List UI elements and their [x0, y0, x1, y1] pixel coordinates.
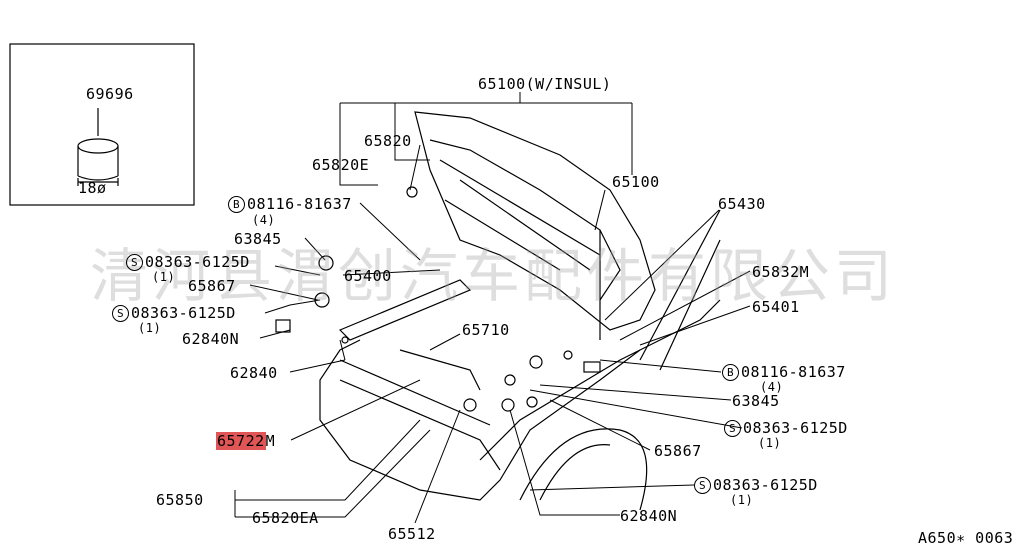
label-65401: 65401 — [752, 298, 800, 316]
vehicle-body — [319, 209, 721, 511]
label-65820e: 65820E — [312, 156, 370, 174]
label-65100-insul: 65100(W/INSUL) — [478, 75, 612, 93]
label-65820: 65820 — [364, 132, 412, 150]
label-62840: 62840 — [230, 364, 278, 382]
label-65710: 65710 — [462, 321, 510, 339]
watermark: 清河县渭创汽车配件有限公司 — [90, 242, 897, 310]
label-65430: 65430 — [718, 195, 766, 213]
rod-65400 — [338, 279, 472, 341]
screw2-code: 08363-6125D — [131, 304, 236, 322]
screw-symbol-icon: S — [694, 477, 711, 494]
screw-symbol-icon: S — [112, 305, 129, 322]
screw-symbol-icon: S — [724, 420, 741, 437]
rod-65710 — [399, 349, 481, 391]
inset-frame — [9, 43, 195, 206]
bolt-symbol-icon: B — [722, 364, 739, 381]
screw2-qty: (1) — [138, 321, 162, 335]
bolt1-code: 08116-81637 — [247, 195, 352, 213]
part-suffix: M — [265, 432, 276, 450]
label-65820ea: 65820EA — [252, 509, 319, 527]
label-65512: 65512 — [388, 525, 436, 543]
bolt2-qty: (4) — [760, 380, 784, 394]
label-inset-dim: 18ø — [78, 179, 107, 197]
label-69696: 69696 — [86, 85, 134, 103]
label-65722m: 65722M — [216, 432, 276, 450]
screw4-qty: (1) — [730, 493, 754, 507]
bolt-symbol-icon: B — [228, 196, 245, 213]
highlighted-part-number: 65722 — [216, 432, 266, 450]
label-65867-right: 65867 — [654, 442, 702, 460]
label-65100: 65100 — [612, 173, 660, 191]
cap-illustration — [77, 108, 119, 186]
label-65832m: 65832M — [752, 263, 810, 281]
fasteners — [275, 186, 601, 412]
label-63845-left: 63845 — [234, 230, 282, 248]
label-65400: 65400 — [344, 267, 392, 285]
screw-symbol-icon: S — [126, 254, 143, 271]
screw1-qty: (1) — [152, 270, 176, 284]
screw3-qty: (1) — [758, 436, 782, 450]
label-63845-right: 63845 — [732, 392, 780, 410]
screw1-code: 08363-6125D — [145, 253, 250, 271]
label-62840n-left: 62840N — [182, 330, 240, 348]
screw4-code: 08363-6125D — [713, 476, 818, 494]
bolt2-code: 08116-81637 — [741, 363, 846, 381]
label-65867-left: 65867 — [188, 277, 236, 295]
hood-panel — [414, 111, 656, 331]
leader-lines — [234, 92, 751, 524]
label-62840n-right: 62840N — [620, 507, 678, 525]
diagram-reference: A650∗ 0063 — [918, 529, 1014, 547]
label-65850: 65850 — [156, 491, 204, 509]
screw3-code: 08363-6125D — [743, 419, 848, 437]
bolt1-qty: (4) — [252, 213, 276, 227]
